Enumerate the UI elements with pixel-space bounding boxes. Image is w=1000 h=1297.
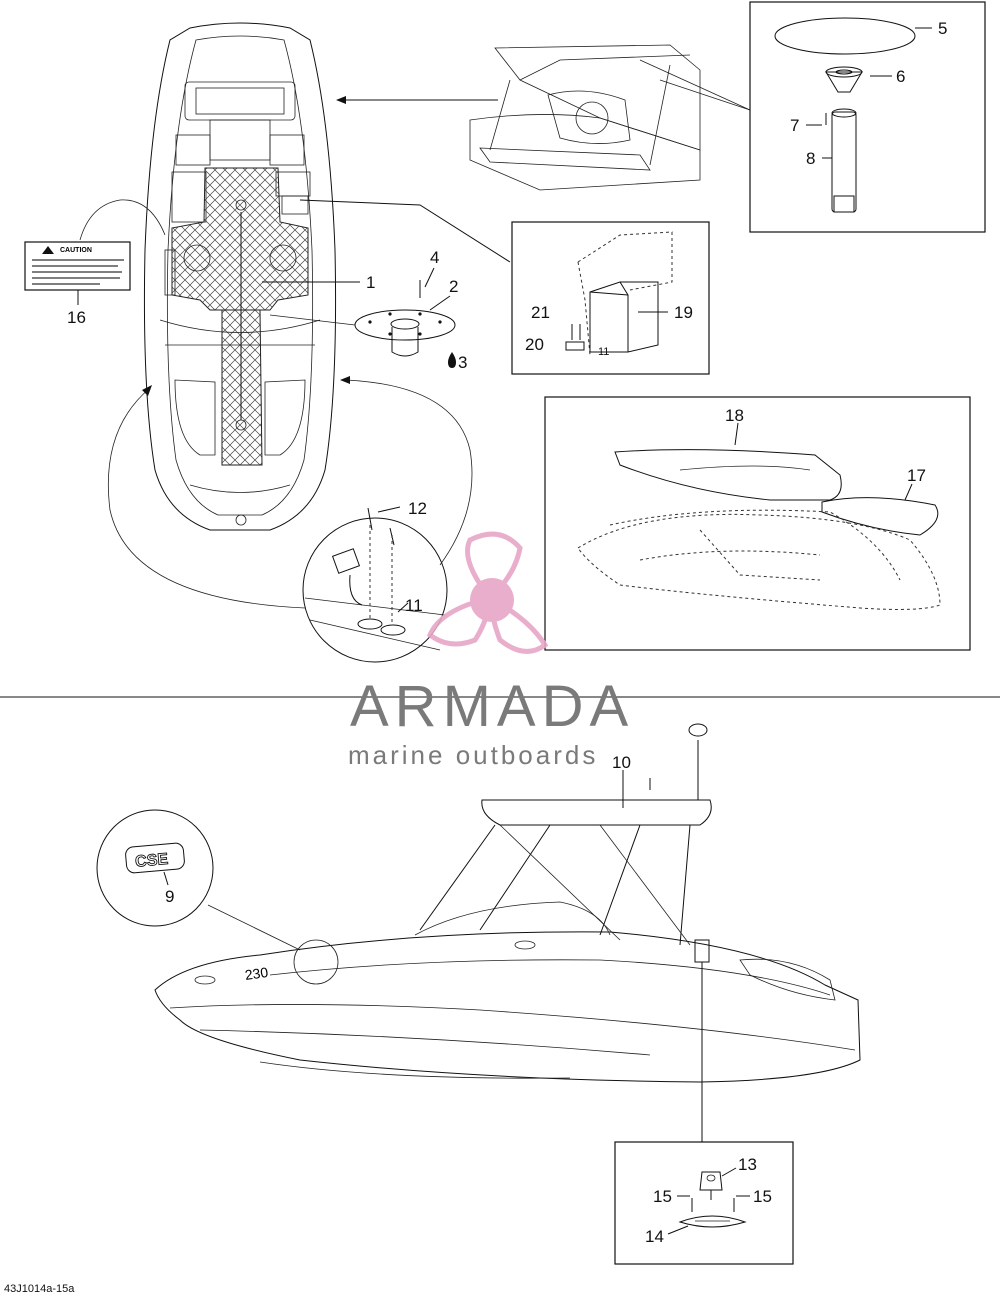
callout-11-small: 11	[598, 346, 609, 358]
callout-14: 14	[645, 1227, 664, 1246]
callout-18: 18	[725, 406, 744, 425]
sealant-drop-icon	[448, 352, 456, 368]
badge-detail	[96, 809, 214, 927]
callout-4: 4	[430, 248, 439, 267]
watermark-brand: ARMADA	[350, 674, 634, 739]
storage-bin-box	[511, 221, 710, 375]
light-base-box	[614, 1141, 794, 1265]
table-parts-box	[749, 1, 986, 233]
cse-badge	[125, 842, 185, 874]
bow-cover	[821, 497, 939, 536]
callout-16: 16	[67, 308, 86, 327]
callout-20: 20	[525, 335, 544, 354]
callout-3: 3	[458, 353, 467, 372]
light-base-plate	[678, 1215, 747, 1228]
tie-down-detail	[302, 517, 448, 663]
boat-side-view: 230	[154, 723, 861, 1083]
callout-17: 17	[907, 466, 926, 485]
caution-label: CAUTION	[24, 241, 131, 291]
leader-line	[299, 199, 511, 263]
propeller-logo-icon	[426, 531, 549, 654]
callout-7: 7	[790, 116, 799, 135]
callout-10: 10	[612, 753, 631, 772]
callout-13: 13	[738, 1155, 757, 1174]
boat-top-view	[143, 22, 337, 531]
callout-12: 12	[408, 499, 427, 518]
callout-19: 19	[674, 303, 693, 322]
diagram-reference-code: 43J1014a-15a	[4, 1283, 75, 1295]
mooring-cover	[614, 449, 842, 501]
covers-box	[544, 396, 971, 651]
callout-9: 9	[165, 887, 174, 906]
table-top	[774, 17, 916, 55]
bimini-top	[481, 799, 712, 826]
callout-5: 5	[938, 19, 947, 38]
access-plate	[354, 309, 456, 357]
caution-label-title: CAUTION	[60, 247, 92, 254]
cse-badge-text: CSE	[135, 851, 170, 871]
table-base	[825, 71, 863, 93]
callout-6: 6	[896, 67, 905, 86]
callout-2: 2	[449, 277, 458, 296]
hull-model-text: 230	[244, 964, 270, 983]
watermark: ARMADA marine outboards	[348, 531, 634, 770]
callout-8: 8	[806, 149, 815, 168]
storage-compartment-view	[469, 44, 701, 191]
callout-15-right: 15	[753, 1187, 772, 1206]
deck-mat	[171, 167, 309, 466]
watermark-tagline: marine outboards	[348, 740, 598, 770]
callout-11: 11	[405, 596, 423, 615]
callout-1: 1	[366, 273, 375, 292]
light-mount	[699, 1171, 723, 1191]
callout-15-left: 15	[653, 1187, 672, 1206]
callout-21: 21	[531, 303, 550, 322]
